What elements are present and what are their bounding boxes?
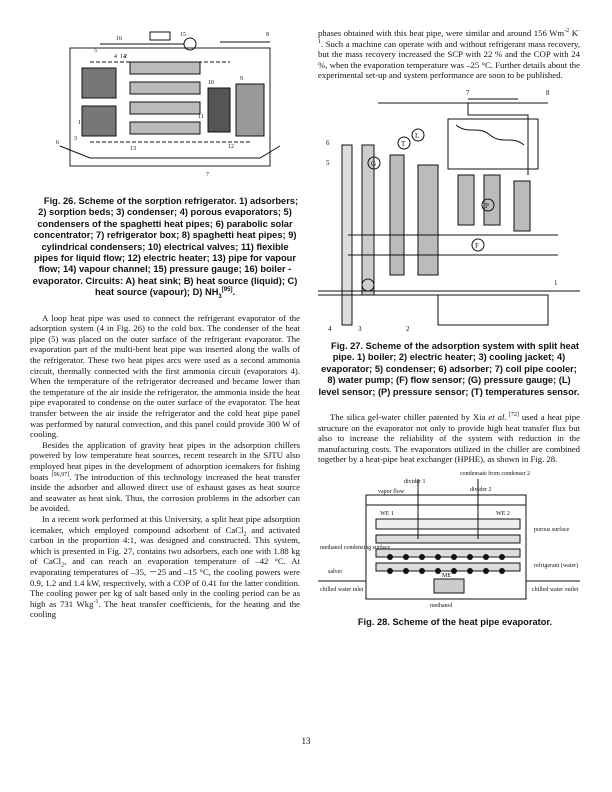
fig27-label: P xyxy=(485,202,489,210)
fig27-label: 3 xyxy=(358,325,362,333)
fig28-label-salver: salver xyxy=(328,569,342,575)
fig26-label: 8 xyxy=(266,32,269,38)
fig27-label: 8 xyxy=(546,89,550,97)
paragraph: In a recent work performed at this Unive… xyxy=(30,513,300,620)
figure-26-caption: Fig. 26. Scheme of the sorption refriger… xyxy=(32,196,299,301)
fig27-label: 4 xyxy=(328,325,332,333)
fig28-label-chilled-outlet: chilled water outlet xyxy=(532,587,579,593)
figure-28: condensate from condenser 2 divider 1 di… xyxy=(318,469,580,611)
fig28-label-methanol-condensing: methanol condensing surface xyxy=(320,544,390,551)
fig26-label: 14 xyxy=(120,54,126,60)
fig28-label-porous: porous surface xyxy=(534,526,569,533)
figure-27-diagram: 7 8 6 5 4 3 2 1 T P L F G xyxy=(318,89,580,333)
figure-26-diagram: 16 15 5 1 4 3 2 8 7 6 10 9 11 12 13 14 xyxy=(56,31,281,178)
fig26-label: 7 xyxy=(206,172,209,178)
fig28-label-condensate: condensate from condenser 2 xyxy=(460,470,530,477)
figure-28-diagram: condensate from condenser 2 divider 1 di… xyxy=(318,470,580,609)
figure-26: 16 15 5 1 4 3 2 8 7 6 10 9 11 12 13 14 xyxy=(30,28,300,184)
right-column: phases obtained with this heat pipe, wer… xyxy=(318,28,580,628)
fig26-label: 13 xyxy=(130,146,136,152)
left-body-text: A loop heat pipe was used to connect the… xyxy=(30,313,300,620)
fig26-label: 5 xyxy=(94,48,97,54)
fig28-label-methanol: methanol xyxy=(430,603,453,609)
fig26-label: 4 xyxy=(114,54,117,60)
fig28-label-divider2: divider 2 xyxy=(470,487,492,493)
paragraph: Besides the application of gravity heat … xyxy=(30,439,300,514)
fig27-label: 5 xyxy=(326,159,330,167)
fig28-label-chilled-inlet: chilled water inlet xyxy=(320,587,364,593)
fig26-label: 10 xyxy=(208,80,214,86)
fig28-label-we2: WE 2 xyxy=(496,511,510,517)
fig28-label-divider1: divider 1 xyxy=(404,479,426,485)
fig26-label: 2 xyxy=(124,54,127,60)
fig26-label: 15 xyxy=(180,32,186,38)
page-number: 13 xyxy=(301,736,311,746)
fig27-label: 2 xyxy=(406,325,410,333)
fig28-label-we1: WE 1 xyxy=(380,511,394,517)
fig26-label: 11 xyxy=(198,114,204,120)
fig28-label-refrigerant: refrigerant (water) xyxy=(534,562,578,569)
fig26-label: 3 xyxy=(74,136,77,142)
fig28-label-vapor-flow: vapor flow xyxy=(378,488,405,495)
fig26-label: 16 xyxy=(116,36,122,42)
fig27-label: L xyxy=(415,132,419,140)
fig27-label: T xyxy=(401,140,406,148)
fig28-label-me: ME xyxy=(442,573,451,579)
paragraph: The silica gel-water chiller patented by… xyxy=(318,412,580,465)
fig26-label: 6 xyxy=(56,140,59,146)
figure-27-caption: Fig. 27. Scheme of the adsorption system… xyxy=(318,340,580,397)
figure-27: 7 8 6 5 4 3 2 1 T P L F G xyxy=(318,85,580,335)
left-column: 16 15 5 1 4 3 2 8 7 6 10 9 11 12 13 14 F… xyxy=(30,28,300,620)
fig26-label: 12 xyxy=(228,144,234,150)
fig27-label: G xyxy=(371,160,376,168)
fig26-label: 1 xyxy=(78,120,81,126)
paragraph: phases obtained with this heat pipe, wer… xyxy=(318,28,580,81)
paragraph: A loop heat pipe was used to connect the… xyxy=(30,312,300,440)
figure-28-caption: Fig. 28. Scheme of the heat pipe evapora… xyxy=(357,616,553,627)
fig27-label: 7 xyxy=(466,89,470,97)
fig27-label: 6 xyxy=(326,139,330,147)
fig27-label: F xyxy=(475,242,479,250)
fig26-label: 9 xyxy=(240,76,243,82)
fig27-label: 1 xyxy=(554,279,558,287)
